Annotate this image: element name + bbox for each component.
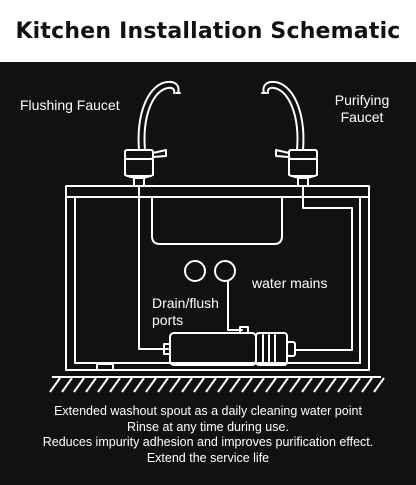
drain-flush-label-line1: Drain/flush <box>152 295 219 311</box>
water-mains-label: water mains <box>252 275 328 291</box>
sink-basin <box>151 196 283 245</box>
page-title: Kitchen Installation Schematic <box>15 18 401 44</box>
filter-cartridge-icon <box>163 326 296 366</box>
caption-line-1: Extended washout spout as a daily cleani… <box>54 404 362 418</box>
caption-line-3: Reduces impurity adhesion and improves p… <box>42 435 374 449</box>
purifying-faucet-label-line1: Purifying <box>334 92 390 108</box>
flushing-faucet-label: Flushing Faucet <box>20 97 120 113</box>
countertop <box>65 185 370 198</box>
caption-line-2: Rinse at any time during use. <box>127 419 289 434</box>
drain-flush-label: Drain/flush ports <box>152 295 219 329</box>
flushing-faucet-icon <box>124 80 181 187</box>
water-mains-valve-right <box>214 260 236 282</box>
caption-line-4: Extend the service life <box>146 450 270 465</box>
header: Kitchen Installation Schematic <box>0 0 416 62</box>
ground <box>49 376 385 393</box>
floor-outlet <box>96 363 114 371</box>
schematic-panel <box>0 62 416 485</box>
water-mains-valve-left <box>184 260 206 282</box>
purifying-faucet-icon <box>261 80 318 187</box>
caption: Extended washout spout as a daily cleani… <box>0 404 416 466</box>
purifying-faucet-label: Purifying Faucet <box>322 92 402 126</box>
purifying-faucet-label-line2: Faucet <box>340 109 384 125</box>
drain-flush-label-line2: ports <box>152 312 184 328</box>
